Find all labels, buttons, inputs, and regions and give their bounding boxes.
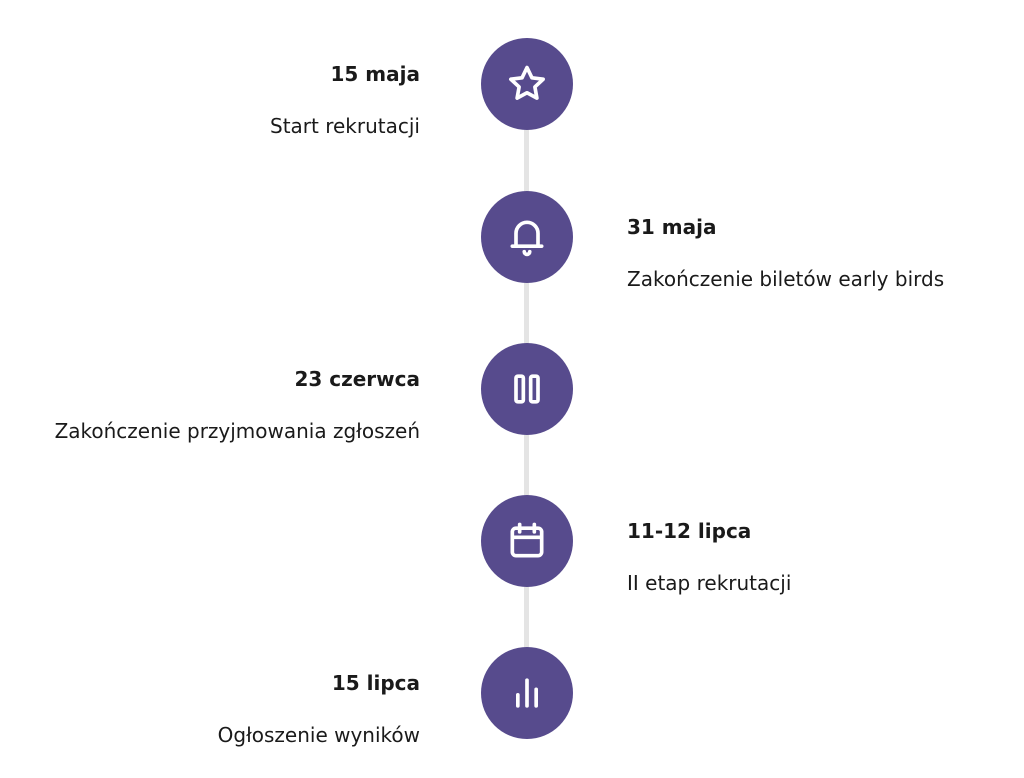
timeline-item-1: 15 maja Start rekrutacji [0,62,420,138]
calendar-icon [510,522,544,558]
timeline-item-5: 15 lipca Ogłoszenie wyników [0,671,420,747]
timeline-item-3: 23 czerwca Zakończenie przyjmowania zgło… [0,367,420,443]
timeline-node-4 [481,495,573,587]
timeline-item-2: 31 maja Zakończenie biletów early birds [627,215,1017,291]
pause-icon [514,374,540,404]
event-date: 15 maja [330,62,420,86]
event-date: 15 lipca [331,671,420,695]
event-date: 31 maja [627,215,717,239]
event-date: 11-12 lipca [627,519,752,543]
timeline-item-4: 11-12 lipca II etap rekrutacji [627,519,1017,595]
timeline-node-3 [481,343,573,435]
timeline-node-5 [481,647,573,739]
event-description: Zakończenie biletów early birds [627,267,945,291]
bell-icon [510,220,544,257]
event-description: Start rekrutacji [270,114,420,138]
event-description: Zakończenie przyjmowania zgłoszeń [54,419,420,443]
star-icon [509,65,545,100]
timeline-node-1 [481,38,573,130]
bar-chart-icon [516,678,538,708]
event-description: Ogłoszenie wyników [217,723,420,747]
timeline-node-2 [481,191,573,283]
event-date: 23 czerwca [294,367,420,391]
event-description: II etap rekrutacji [627,571,792,595]
